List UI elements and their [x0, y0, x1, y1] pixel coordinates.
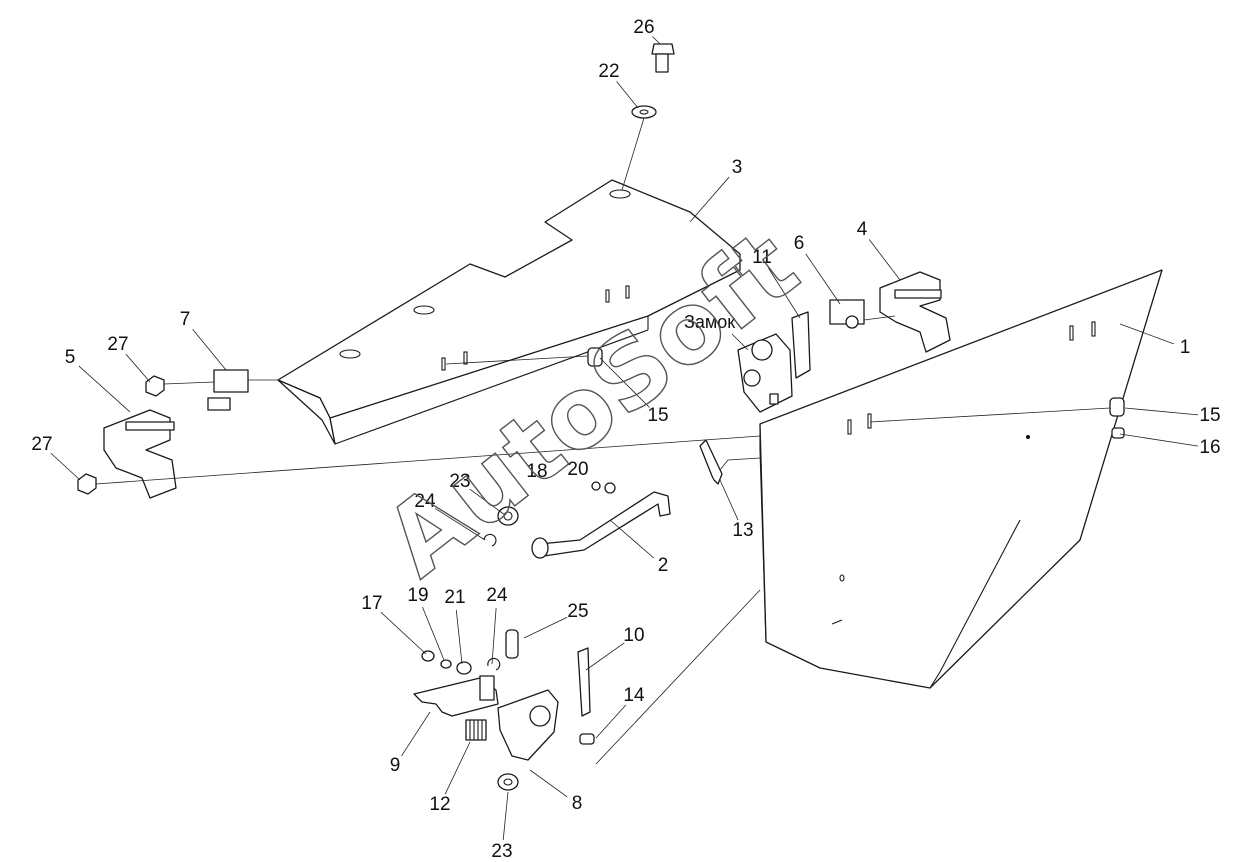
callout-label-9: 9 [390, 755, 401, 776]
part-15-pin-upper [587, 347, 603, 367]
part-12-spring [465, 719, 487, 741]
callout-leader-27 [125, 353, 151, 383]
callout-label-5: 5 [65, 347, 76, 368]
callout-label-24: 24 [486, 585, 508, 606]
callout-label-2: 2 [658, 555, 669, 576]
callout-leader-7 [192, 329, 227, 371]
callout-label-15: 15 [1199, 405, 1220, 426]
callout-leader-27 [50, 452, 81, 481]
callout-label-12: 12 [429, 794, 450, 815]
callout-leader-1 [1119, 323, 1174, 345]
part-19-washer [440, 659, 452, 669]
callout-leader-24 [434, 508, 486, 541]
callout-label-27: 27 [107, 334, 128, 355]
part-22-washer [621, 105, 657, 191]
callout-leader-5 [78, 365, 131, 413]
part-18-20-washers [591, 481, 616, 494]
part-1-side-panel [759, 269, 1163, 689]
callout-label-17: 17 [361, 593, 382, 614]
part-21-washer [456, 661, 472, 675]
part-2-rod [531, 491, 671, 559]
callout-label-23: 23 [449, 471, 470, 492]
callout-label-18: 18 [526, 461, 547, 482]
callout-leader-3 [689, 176, 730, 223]
part-26-bolt [651, 43, 675, 73]
callout-label-6: 6 [794, 233, 805, 254]
callout-leader-15 [599, 357, 650, 408]
callout-label-26: 26 [633, 17, 654, 38]
callout-leader-17 [380, 611, 427, 655]
part-7-hinge-plate [207, 369, 249, 411]
callout-leader-6 [805, 253, 841, 305]
callout-leader-16 [1119, 433, 1199, 447]
callout-leader-25 [523, 616, 568, 639]
callout-leader-26 [652, 36, 661, 45]
part-24-clip-upper [483, 533, 497, 547]
callout-leader-15 [1124, 407, 1199, 416]
part-9-lever [413, 675, 499, 717]
callout-label-15: 15 [647, 405, 668, 426]
callout-label-27: 27 [31, 434, 52, 455]
callout-label-20: 20 [567, 459, 588, 480]
callout-leader-13 [719, 479, 739, 521]
lock-note-label: Замок [684, 312, 735, 332]
callout-leader-12 [444, 741, 471, 795]
callout-leader-10 [585, 642, 625, 671]
callout-leader-4 [868, 239, 901, 281]
callout-leader-24 [491, 607, 497, 665]
part-25-pin [505, 629, 519, 659]
callout-leader-9 [401, 711, 431, 757]
callout-label-24: 24 [414, 491, 436, 512]
callout-label-19: 19 [407, 585, 428, 606]
assembly-lines [95, 315, 1111, 765]
callout-leader-23 [469, 488, 506, 516]
callout-label-1: 1 [1180, 337, 1191, 358]
callout-leader-8 [529, 769, 568, 798]
callout-label-16: 16 [1199, 437, 1220, 458]
callout-leader-11 [768, 267, 801, 319]
part-23-bushing-upper [497, 506, 519, 526]
callout-leader-14 [595, 704, 627, 739]
part-27-nut-lower [77, 473, 97, 495]
callout-label-23: 23 [491, 841, 512, 862]
callout-leader-21 [455, 609, 463, 665]
callout-label-21: 21 [444, 587, 465, 608]
part-24-clip-lower [487, 657, 501, 671]
part-27-nut-upper [145, 375, 165, 397]
callout-leader-2 [609, 519, 655, 559]
callout-leader-22 [616, 81, 639, 109]
part-15-pin-right [1109, 397, 1125, 417]
callout-leader-23 [502, 791, 509, 841]
callout-label-25: 25 [567, 601, 588, 622]
part-16-rivet [1111, 427, 1125, 439]
part-10-strip [577, 647, 591, 717]
part-14-screw [579, 733, 595, 745]
part-11-lock-bracket [737, 311, 811, 413]
callout-label-10: 10 [623, 625, 644, 646]
callout-label-22: 22 [598, 61, 619, 82]
callout-label-14: 14 [623, 685, 645, 706]
callout-label-13: 13 [732, 520, 753, 541]
callout-label-8: 8 [572, 793, 583, 814]
callout-label-3: 3 [732, 157, 743, 178]
callout-leaders [50, 36, 1199, 841]
part-13-latch [699, 439, 723, 485]
callout-label-11: 11 [752, 247, 772, 268]
callout-leader-19 [422, 606, 445, 661]
part-8-plate [497, 689, 559, 761]
part-6-hinge-plate [829, 299, 865, 329]
callout-label-4: 4 [857, 219, 868, 240]
callout-label-7: 7 [180, 309, 191, 330]
part-4-hinge-bracket [879, 271, 951, 353]
part-23-bushing-lower [497, 773, 519, 791]
part-5-hinge-bracket [103, 409, 177, 499]
